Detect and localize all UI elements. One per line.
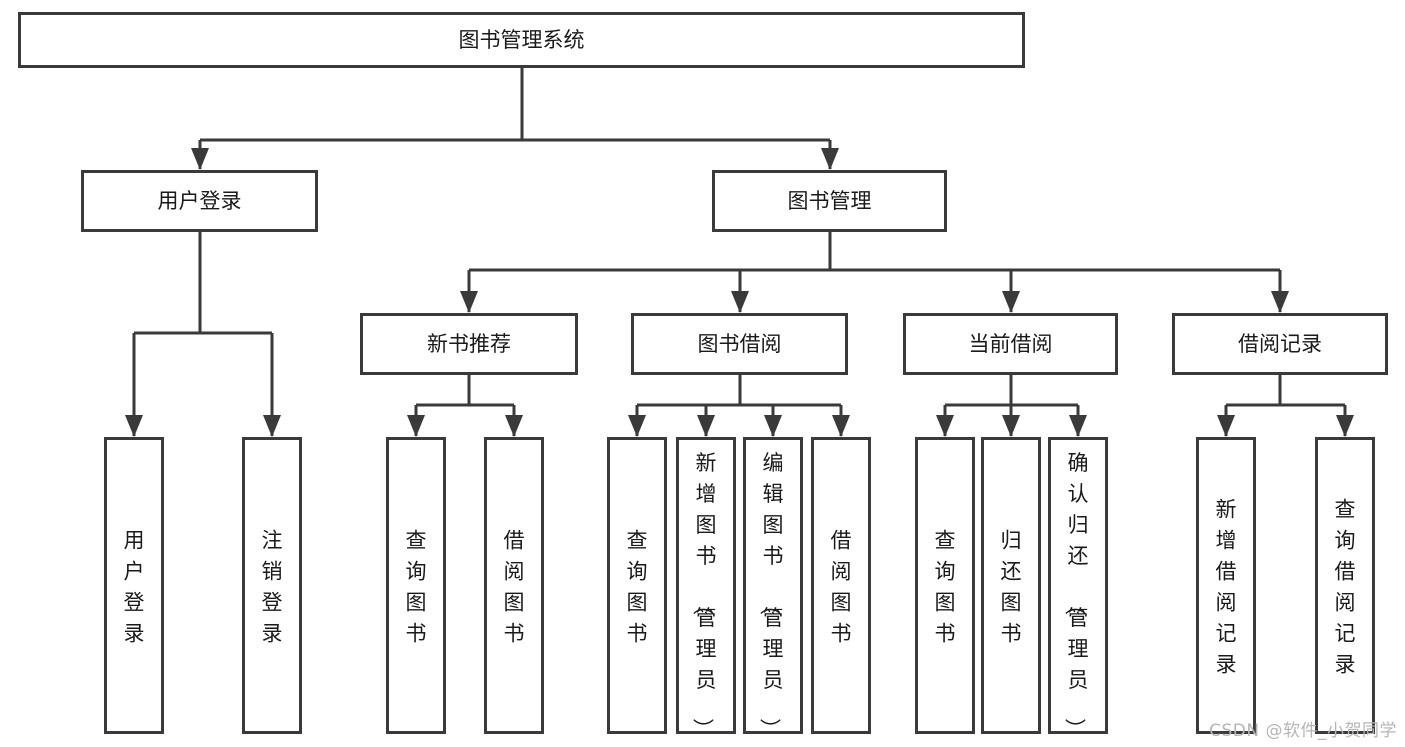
node-label: 借阅图书 bbox=[504, 529, 525, 646]
node-box bbox=[676, 437, 736, 734]
nodes-layer: 图书管理系统用户登录图书管理新书推荐图书借阅当前借阅借阅记录用户登录注销登录查询… bbox=[18, 12, 1388, 740]
node-box bbox=[915, 437, 975, 734]
edge-arrowhead bbox=[1069, 415, 1087, 437]
node-label: 编辑图书（管理员） bbox=[758, 451, 784, 739]
edge-arrowhead bbox=[697, 415, 715, 437]
node-leaf-borrow-book-2[interactable]: 借阅图书 bbox=[811, 437, 871, 734]
edge-arrowhead bbox=[832, 415, 850, 437]
node-box bbox=[18, 12, 1025, 68]
node-label: 新书推荐 bbox=[427, 332, 511, 356]
node-leaf-borrow-book-1[interactable]: 借阅图书 bbox=[484, 437, 544, 734]
node-book-borrow[interactable]: 图书借阅 bbox=[631, 313, 848, 375]
node-label: 图书管理 bbox=[788, 189, 872, 213]
node-current-borrow[interactable]: 当前借阅 bbox=[903, 313, 1118, 375]
node-box bbox=[104, 437, 164, 734]
node-root[interactable]: 图书管理系统 bbox=[18, 12, 1025, 68]
edge-arrowhead bbox=[1217, 415, 1235, 437]
edge-arrowhead bbox=[460, 291, 478, 313]
node-label: 确认归还（管理员） bbox=[1063, 451, 1089, 739]
edge-arrowhead bbox=[505, 415, 523, 437]
edge-arrowhead bbox=[764, 415, 782, 437]
node-borrow-record[interactable]: 借阅记录 bbox=[1172, 313, 1388, 375]
node-leaf-query-book-3[interactable]: 查询图书 bbox=[915, 437, 975, 734]
edge-arrowhead bbox=[821, 148, 839, 170]
node-box bbox=[631, 313, 848, 375]
edge-arrowhead bbox=[936, 415, 954, 437]
watermark-label: CSDN @软件_小贺同学 bbox=[1209, 721, 1397, 741]
node-book-manage[interactable]: 图书管理 bbox=[712, 170, 947, 232]
edge-arrowhead bbox=[1002, 291, 1020, 313]
node-label: 归还图书 bbox=[1001, 529, 1022, 646]
node-label: 当前借阅 bbox=[969, 332, 1053, 356]
edge-arrowhead bbox=[731, 291, 749, 313]
node-leaf-logout[interactable]: 注销登录 bbox=[242, 437, 302, 734]
node-box bbox=[386, 437, 446, 734]
node-box bbox=[743, 437, 803, 734]
node-box bbox=[1196, 437, 1256, 734]
node-leaf-query-book-2[interactable]: 查询图书 bbox=[607, 437, 667, 734]
node-label: 查询借阅记录 bbox=[1335, 498, 1356, 677]
node-label: 注销登录 bbox=[262, 529, 283, 646]
node-box bbox=[484, 437, 544, 734]
node-leaf-add-record[interactable]: 新增借阅记录 bbox=[1196, 437, 1256, 734]
node-box bbox=[811, 437, 871, 734]
node-leaf-add-book[interactable]: 新增图书（管理员） bbox=[676, 437, 736, 740]
edge-arrowhead bbox=[628, 415, 646, 437]
edge-arrowhead bbox=[263, 415, 281, 437]
node-box bbox=[1315, 437, 1375, 734]
node-label: 查询图书 bbox=[627, 529, 648, 646]
node-new-book-rec[interactable]: 新书推荐 bbox=[360, 313, 578, 375]
node-label: 新增借阅记录 bbox=[1216, 498, 1237, 677]
edge-arrowhead bbox=[407, 415, 425, 437]
node-label: 图书借阅 bbox=[698, 332, 782, 356]
node-box bbox=[903, 313, 1118, 375]
node-label: 借阅图书 bbox=[831, 529, 852, 646]
edge-arrowhead bbox=[1002, 415, 1020, 437]
node-box bbox=[981, 437, 1041, 734]
node-label: 查询图书 bbox=[406, 529, 427, 646]
edge-arrowhead bbox=[1336, 415, 1354, 437]
node-user-login[interactable]: 用户登录 bbox=[81, 170, 318, 232]
node-box bbox=[1048, 437, 1108, 734]
node-label: 用户登录 bbox=[124, 529, 145, 646]
node-leaf-user-login[interactable]: 用户登录 bbox=[104, 437, 164, 734]
node-label: 借阅记录 bbox=[1238, 332, 1322, 356]
node-label: 用户登录 bbox=[158, 189, 242, 213]
node-box bbox=[81, 170, 318, 232]
node-label: 图书管理系统 bbox=[459, 28, 585, 52]
edge-arrowhead bbox=[125, 415, 143, 437]
edges-layer bbox=[125, 68, 1354, 437]
node-leaf-confirm-return[interactable]: 确认归还（管理员） bbox=[1048, 437, 1108, 740]
node-leaf-edit-book[interactable]: 编辑图书（管理员） bbox=[743, 437, 803, 740]
node-leaf-return-book[interactable]: 归还图书 bbox=[981, 437, 1041, 734]
edge-arrowhead bbox=[191, 148, 209, 170]
node-box bbox=[712, 170, 947, 232]
node-label: 新增图书（管理员） bbox=[691, 451, 717, 739]
node-box bbox=[1172, 313, 1388, 375]
node-leaf-query-book-1[interactable]: 查询图书 bbox=[386, 437, 446, 734]
node-leaf-query-record[interactable]: 查询借阅记录 bbox=[1315, 437, 1375, 734]
node-box bbox=[360, 313, 578, 375]
node-box bbox=[242, 437, 302, 734]
edge-arrowhead bbox=[1271, 291, 1289, 313]
node-box bbox=[607, 437, 667, 734]
node-label: 查询图书 bbox=[935, 529, 956, 646]
